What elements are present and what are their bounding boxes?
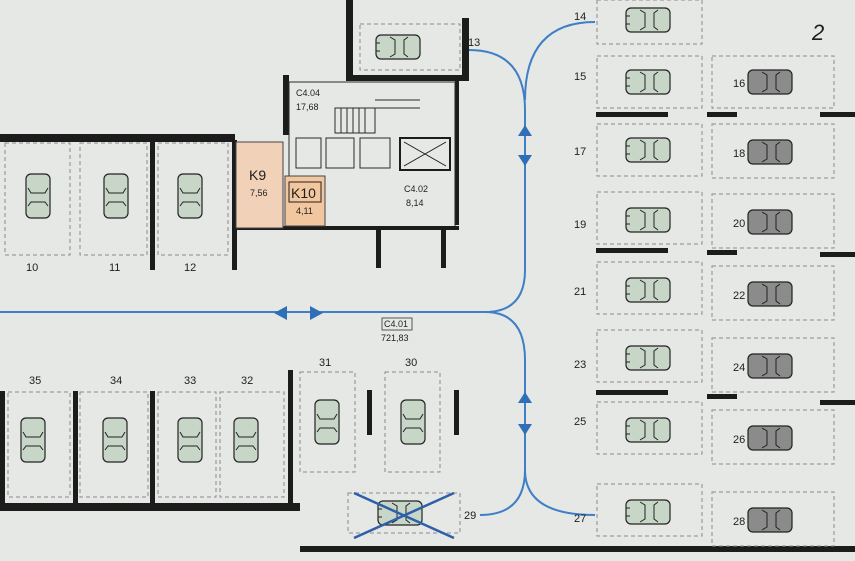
room-c402: C4.02 8,14 (404, 184, 428, 208)
spot-28-label: 28 (733, 516, 745, 528)
spot-32-label: 32 (241, 375, 253, 387)
spot-15-label: 15 (574, 71, 586, 83)
spot-35-label: 35 (29, 375, 41, 387)
spot-32[interactable]: 32 (219, 375, 285, 498)
arrow-up-icon (518, 125, 532, 136)
wall-upper-mid (346, 75, 469, 81)
room-c402-area: 8,14 (406, 198, 424, 208)
room-c404-area: 17,68 (296, 102, 319, 112)
spot-13-label: 13 (468, 37, 480, 49)
room-c401-code: C4.01 (384, 319, 408, 329)
spot-12[interactable]: 12 (157, 142, 229, 274)
spot-15[interactable]: 15 (574, 55, 703, 109)
spot-22[interactable]: 22 (711, 265, 835, 321)
spot-33[interactable]: 33 (157, 375, 217, 498)
spot-30-label: 30 (405, 357, 417, 369)
storage-k10-code: K10 (291, 185, 316, 201)
wall-core-right (455, 75, 459, 225)
spot-25[interactable]: 25 (574, 401, 703, 455)
spot-10[interactable]: 10 (4, 142, 71, 274)
spot-20-label: 20 (733, 218, 745, 230)
room-c401: C4.01 721,83 (381, 317, 413, 343)
spot-18-label: 18 (733, 148, 745, 160)
spot-13[interactable]: 13 (359, 23, 480, 71)
spot-14[interactable]: 14 (574, 0, 703, 45)
spot-23[interactable]: 23 (574, 329, 703, 383)
spot-17-label: 17 (574, 146, 586, 158)
spot-21-label: 21 (574, 286, 586, 298)
wall-upper-left-vert (346, 0, 353, 80)
spot-18[interactable]: 18 (711, 123, 835, 179)
arrow-right-icon (310, 306, 323, 320)
arrow-down-icon (518, 155, 532, 166)
spot-27-label: 27 (574, 513, 586, 525)
arrow-up-icon (518, 392, 532, 403)
spot-28[interactable]: 28 (711, 491, 835, 547)
spot-12-label: 12 (184, 262, 196, 274)
arrow-down-icon (518, 424, 532, 435)
room-c404-code: C4.04 (296, 88, 320, 98)
wall-bottom-right (300, 546, 855, 552)
spot-24-label: 24 (733, 362, 745, 374)
spot-34[interactable]: 34 (79, 375, 149, 498)
wall-core-bottom (235, 226, 459, 230)
spot-26-label: 26 (733, 434, 745, 446)
spot-31-label: 31 (319, 357, 331, 369)
spot-23-label: 23 (574, 359, 586, 371)
storage-k9-code: K9 (249, 167, 266, 183)
spot-19-label: 19 (574, 219, 586, 231)
spot-19[interactable]: 19 (574, 191, 703, 245)
driving-route (0, 21, 596, 516)
spot-11[interactable]: 11 (79, 142, 148, 274)
spot-24[interactable]: 24 (711, 337, 835, 393)
spot-16-label: 16 (733, 78, 745, 90)
column-posts (0, 140, 459, 510)
wall-upper-right-vert (462, 18, 469, 81)
spot-34-label: 34 (110, 375, 122, 387)
spot-11-label: 11 (109, 262, 120, 274)
spot-21[interactable]: 21 (574, 261, 703, 315)
wall-core-left (283, 75, 289, 135)
spot-22-label: 22 (733, 290, 745, 302)
spot-26[interactable]: 26 (711, 409, 835, 465)
cross-icon (353, 491, 455, 540)
wall-top-left (0, 134, 235, 142)
room-c401-area: 721,83 (381, 333, 409, 343)
corner-mark: 2 (811, 20, 824, 45)
spot-30[interactable]: 30 (384, 357, 441, 473)
storage-k9[interactable]: K9 7,56 (235, 141, 284, 229)
elevator-shaft (399, 137, 451, 171)
spot-29-label: 29 (464, 510, 476, 522)
spot-27[interactable]: 27 (574, 483, 703, 537)
staircase (295, 99, 420, 169)
arrow-left-icon (274, 306, 287, 320)
spot-31[interactable]: 31 (299, 357, 356, 473)
spot-20[interactable]: 20 (711, 193, 835, 249)
storage-k10-area: 4,11 (296, 206, 313, 216)
spot-14-label: 14 (574, 11, 586, 23)
spot-35[interactable]: 35 (7, 375, 71, 498)
spot-17[interactable]: 17 (574, 123, 703, 177)
room-c402-code: C4.02 (404, 184, 428, 194)
spot-33-label: 33 (184, 375, 196, 387)
storage-k10[interactable]: K10 4,11 (284, 175, 326, 227)
room-c404: C4.04 17,68 (296, 88, 320, 112)
spot-10-label: 10 (26, 262, 38, 274)
storage-k9-area: 7,56 (250, 188, 268, 198)
wall-bottom (0, 503, 300, 511)
route-arrows (274, 125, 532, 435)
spot-16[interactable]: 16 (711, 55, 835, 109)
right-divider-bars (596, 112, 855, 405)
spot-25-label: 25 (574, 416, 586, 428)
spot-29-removed[interactable]: 29 (347, 491, 476, 540)
